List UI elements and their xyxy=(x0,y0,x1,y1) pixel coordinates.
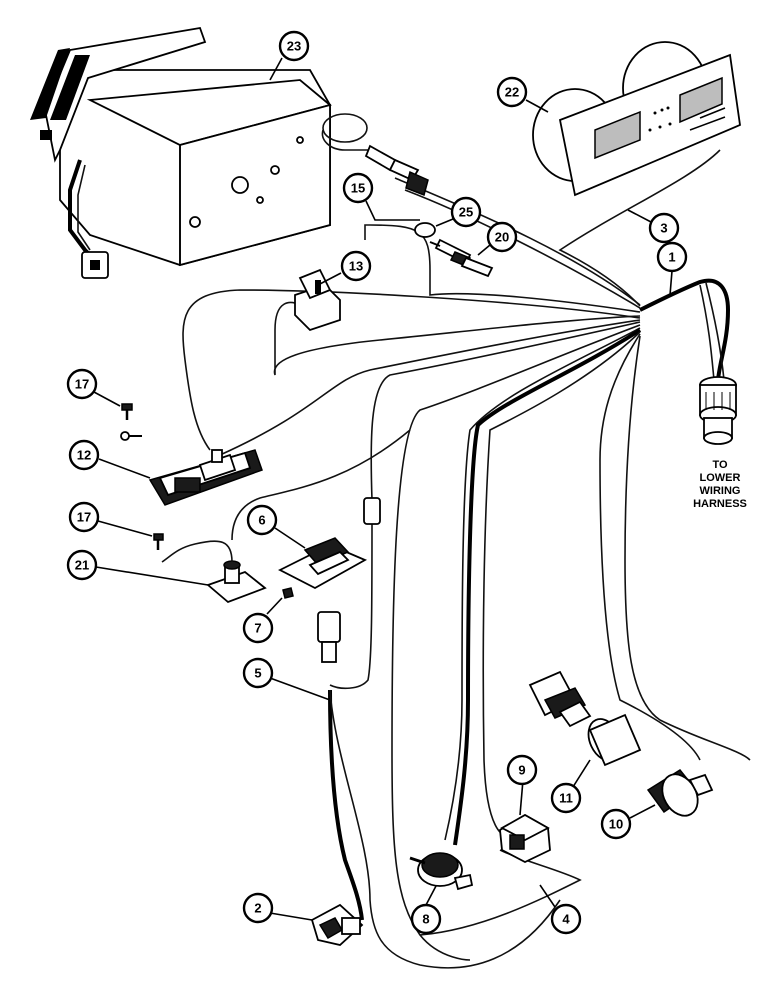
harness-label-line-2: LOWER xyxy=(700,472,741,484)
callout-15-label: 15 xyxy=(351,181,365,196)
callout-22: 22 xyxy=(496,76,528,108)
callout-17-upper-label: 17 xyxy=(75,377,89,392)
callout-1-label: 1 xyxy=(668,250,675,265)
ground-lug xyxy=(120,431,142,441)
callout-3: 3 xyxy=(648,212,680,244)
callout-5-label: 5 xyxy=(254,666,261,681)
callout-15: 15 xyxy=(342,172,374,204)
callout-17-upper: 17 xyxy=(66,368,98,400)
callout-8-label: 8 xyxy=(422,912,429,927)
switch-2 xyxy=(310,903,364,946)
callout-3-label: 3 xyxy=(660,221,667,236)
callout-10: 10 xyxy=(600,808,632,840)
wire-runs xyxy=(182,149,751,969)
inline-connector xyxy=(363,497,381,525)
callout-2: 2 xyxy=(242,892,274,924)
callout-8: 8 xyxy=(410,903,442,935)
callout-6: 6 xyxy=(246,504,278,536)
radio-unit xyxy=(30,26,332,279)
washer-part xyxy=(414,222,436,238)
callout-23: 23 xyxy=(278,30,310,62)
callout-23-label: 23 xyxy=(287,39,301,54)
callout-7-label: 7 xyxy=(254,621,261,636)
switch-panel-12 xyxy=(148,449,263,506)
rotary-switch-8 xyxy=(409,852,474,891)
callout-11-label: 11 xyxy=(559,791,573,806)
callout-21-label: 21 xyxy=(75,558,89,573)
cigar-lighter xyxy=(528,670,642,767)
screw-upper xyxy=(121,403,133,420)
callout-5: 5 xyxy=(242,657,274,689)
screw-7 xyxy=(282,587,294,599)
callout-6-label: 6 xyxy=(258,513,265,528)
harness-label-line-1: TO xyxy=(712,459,728,471)
callout-11: 11 xyxy=(550,782,582,814)
callout-10-label: 10 xyxy=(609,817,623,832)
callout-13-label: 13 xyxy=(349,259,363,274)
connector-5 xyxy=(317,611,341,663)
callout-9: 9 xyxy=(506,754,538,786)
callout-9-label: 9 xyxy=(518,763,525,778)
lower-harness-connector xyxy=(699,376,737,445)
knob-10 xyxy=(646,769,714,817)
callout-17-lower: 17 xyxy=(68,501,100,533)
callout-12-label: 12 xyxy=(77,448,91,463)
callout-20: 20 xyxy=(486,221,518,253)
callout-21: 21 xyxy=(66,549,98,581)
callout-17-lower-label: 17 xyxy=(77,510,91,525)
temperature-sensor xyxy=(429,238,494,278)
callout-12: 12 xyxy=(68,439,100,471)
switch-9 xyxy=(499,813,551,864)
harness-label-line-3: WIRING xyxy=(700,485,741,497)
callout-4-label: 4 xyxy=(562,912,570,927)
callout-25-label: 25 xyxy=(459,205,473,220)
callout-13: 13 xyxy=(340,250,372,282)
callout-22-label: 22 xyxy=(505,85,519,100)
relay-6 xyxy=(278,537,368,590)
antenna-lead xyxy=(321,113,429,197)
blower-motor xyxy=(532,41,741,197)
harness-label: TO LOWER WIRING HARNESS xyxy=(693,459,747,510)
harness-label-line-4: HARNESS xyxy=(693,498,747,510)
screw-lower xyxy=(153,533,164,550)
switch-13 xyxy=(294,268,341,332)
callout-1: 1 xyxy=(656,241,688,273)
part-21-bracket xyxy=(161,540,267,604)
callout-25: 25 xyxy=(450,196,482,228)
callout-4: 4 xyxy=(550,903,582,935)
callout-2-label: 2 xyxy=(254,901,261,916)
callout-7: 7 xyxy=(242,612,274,644)
callout-20-label: 20 xyxy=(495,230,509,245)
